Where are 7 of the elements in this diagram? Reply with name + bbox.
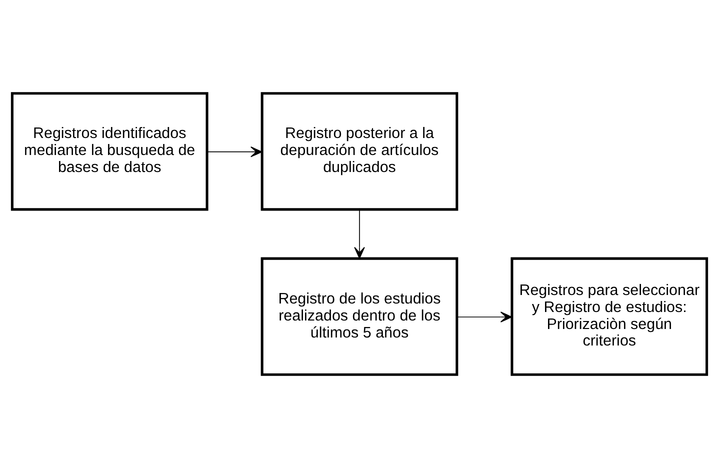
arrow — [456, 312, 512, 322]
node-box: Registro de los estudios realizados dentro de los últimos 5 años — [260, 257, 458, 376]
node-box: Registro posterior a la depuración de artículos duplicados — [260, 92, 458, 211]
arrow — [354, 209, 365, 259]
node-box: Registros para seleccionar y Registro de estudios: Priorizaciòn según criterios — [510, 257, 708, 376]
node-box: Registros identificados mediante la busqueda de bases de datos — [10, 92, 208, 211]
arrow — [206, 146, 262, 158]
